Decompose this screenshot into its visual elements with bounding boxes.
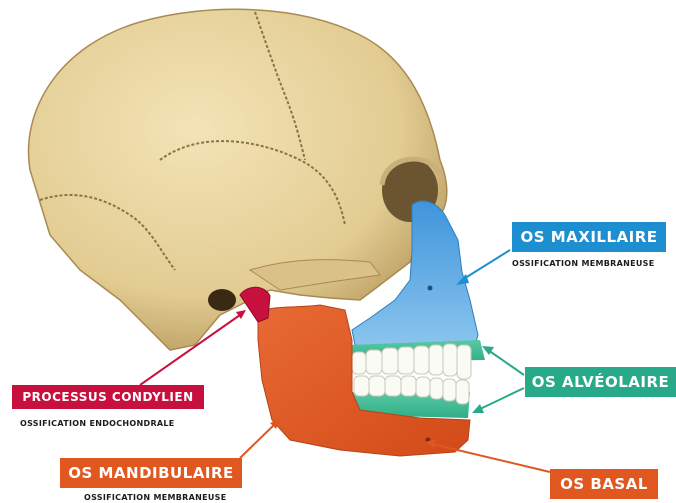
condylar-process: [240, 287, 270, 322]
ear-canal: [208, 289, 236, 311]
label-os-maxillaire-subtitle: OSSIFICATION MEMBRANEUSE: [512, 259, 654, 268]
label-os-basal: OS BASAL: [550, 469, 658, 499]
infraorbital-foramen: [428, 286, 433, 291]
label-os-maxillaire: OS MAXILLAIRE: [512, 222, 666, 252]
label-os-mandibulaire-subtitle: OSSIFICATION MEMBRANEUSE: [84, 493, 226, 502]
label-processus-condylien: PROCESSUS CONDYLIEN: [12, 385, 204, 409]
label-os-alveolaire: OS ALVÉOLAIRE: [525, 367, 676, 397]
label-processus-condylien-subtitle: OSSIFICATION ENDOCHONDRALE: [20, 419, 175, 428]
label-os-mandibulaire: OS MANDIBULAIRE: [60, 458, 242, 488]
